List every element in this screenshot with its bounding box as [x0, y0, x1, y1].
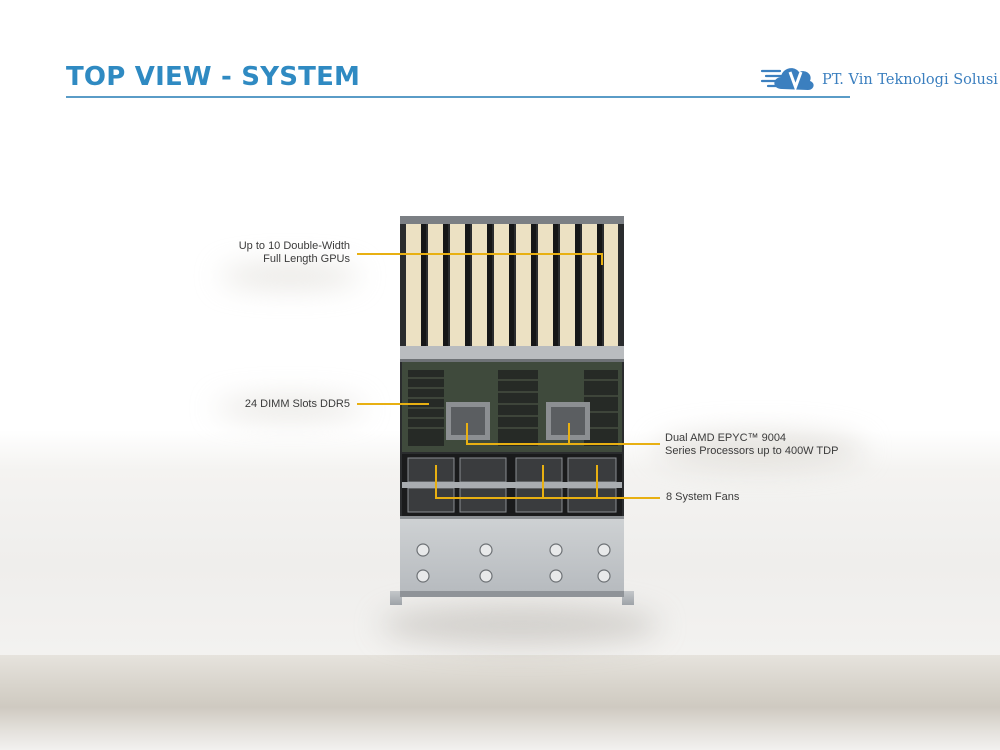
server-shadow: [380, 605, 660, 645]
fans-callout-tick: [435, 465, 437, 499]
cpu-callout-line: [466, 443, 660, 445]
gpu-callout-line2: Full Length GPUs: [263, 253, 350, 265]
cloud-v-icon: [760, 68, 814, 92]
server-top-view-image: [390, 216, 634, 605]
cpu-callout-label: Dual AMD EPYC™ 9004 Series Processors up…: [665, 432, 925, 458]
dimm-callout-line1: 24 DIMM Slots DDR5: [244, 398, 350, 410]
label-haze: [655, 432, 865, 466]
label-haze: [215, 398, 365, 418]
gpu-callout-tick: [601, 253, 603, 265]
fans-callout-line: [435, 497, 660, 499]
dimm-callout-line: [357, 403, 429, 405]
page-title: TOP VIEW - SYSTEM: [66, 62, 361, 92]
fans-callout-tick: [596, 465, 598, 499]
fans-callout-tick: [542, 465, 544, 499]
label-haze: [220, 265, 360, 287]
cpu-callout-line2: Series Processors up to 400W TDP: [665, 445, 839, 457]
cpu-callout-line1: Dual AMD EPYC™ 9004: [665, 432, 787, 444]
gpu-callout-label: Up to 10 Double-Width Full Length GPUs: [190, 240, 350, 266]
title-underline: [66, 96, 850, 98]
gpu-callout-line1: Up to 10 Double-Width: [238, 240, 350, 252]
fans-callout-label: 8 System Fans: [666, 491, 826, 504]
logo-text: PT. Vin Teknologi Solusi: [822, 72, 998, 88]
cpu-callout-tick: [466, 423, 468, 445]
cpu-callout-tick: [568, 423, 570, 445]
gpu-callout-line: [357, 253, 603, 255]
backdrop-shadow: [0, 655, 1000, 750]
fans-callout-line1: 8 System Fans: [666, 491, 740, 503]
dimm-callout-label: 24 DIMM Slots DDR5: [190, 398, 350, 411]
